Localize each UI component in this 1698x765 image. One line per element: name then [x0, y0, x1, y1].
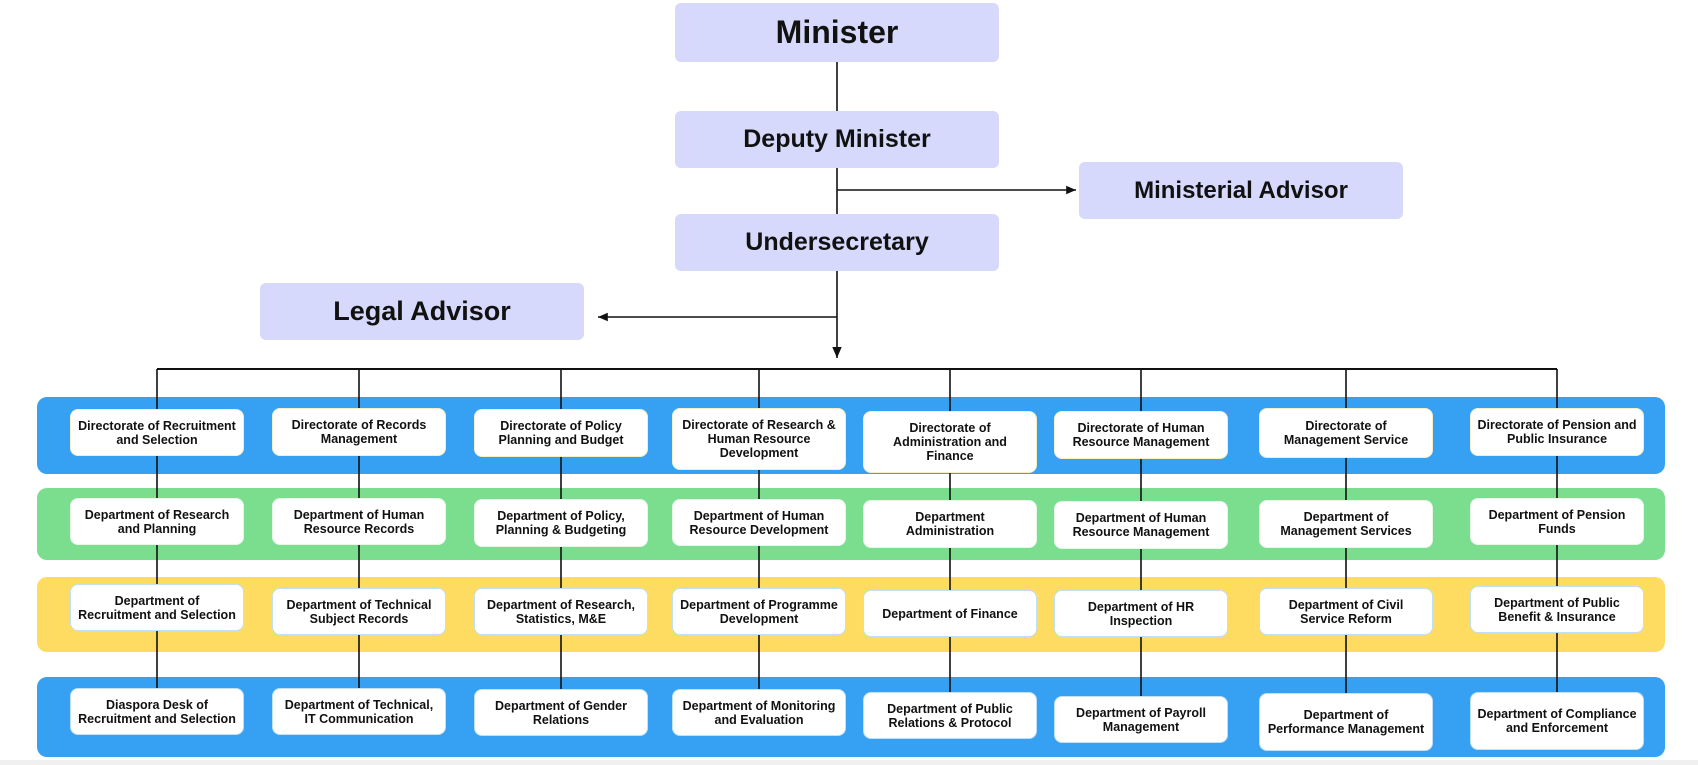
- department-box[interactable]: Department of Human Resource Records: [272, 498, 446, 545]
- department-box[interactable]: Department of Payroll Management: [1054, 696, 1228, 743]
- minister-box[interactable]: Minister: [675, 3, 999, 62]
- legal-advisor-box[interactable]: Legal Advisor: [260, 283, 584, 340]
- department-label: Department of Compliance and Enforcement: [1477, 707, 1637, 735]
- department-box[interactable]: Department of Human Resource Management: [1054, 501, 1228, 549]
- directorate-box[interactable]: Directorate of Management Service: [1259, 408, 1433, 458]
- department-label: Department Administration: [905, 510, 995, 538]
- department-label: Department of Public Benefit & Insurance: [1494, 595, 1620, 624]
- directorate-label: Directorate of Management Service: [1283, 419, 1409, 447]
- department-label: Department of HR Inspection: [1087, 599, 1195, 628]
- department-label: Department of Human Resource Management: [1072, 511, 1210, 539]
- directorate-label: Directorate of Human Resource Management: [1072, 421, 1210, 449]
- undersecretary-box[interactable]: Undersecretary: [675, 214, 999, 271]
- department-label: Department of Gender Relations: [495, 698, 627, 727]
- deputy-minister-box[interactable]: Deputy Minister: [675, 111, 999, 168]
- directorate-box[interactable]: Directorate of Recruitment and Selection: [70, 409, 244, 456]
- department-box[interactable]: Department of Human Resource Development: [672, 499, 846, 546]
- directorate-label: Directorate of Records Management: [291, 418, 427, 446]
- department-label: Department of Technical, IT Communicatio…: [284, 697, 434, 726]
- department-label: Department of Monitoring and Evaluation: [682, 698, 836, 727]
- bottom-strip: [0, 760, 1698, 765]
- directorate-box[interactable]: Directorate of Pension and Public Insura…: [1470, 408, 1644, 456]
- department-label: Department of Pension Funds: [1488, 507, 1626, 536]
- department-box[interactable]: Department of Management Services: [1259, 500, 1433, 548]
- department-label: Department of Policy, Planning & Budgeti…: [495, 509, 627, 537]
- department-box[interactable]: Department of Performance Management: [1259, 693, 1433, 751]
- department-box[interactable]: Diaspora Desk of Recruitment and Selecti…: [70, 688, 244, 735]
- department-box[interactable]: Department of Compliance and Enforcement: [1470, 692, 1644, 750]
- directorate-label: Directorate of Research & Human Resource…: [682, 418, 836, 460]
- directorate-label: Directorate of Policy Planning and Budge…: [498, 419, 624, 447]
- department-box[interactable]: Department of Public Benefit & Insurance: [1470, 586, 1644, 633]
- department-box[interactable]: Department of Recruitment and Selection: [70, 584, 244, 631]
- department-label: Department of Research, Statistics, M&E: [487, 597, 635, 626]
- department-box[interactable]: Department of Civil Service Reform: [1259, 588, 1433, 635]
- department-box[interactable]: Department Administration: [863, 500, 1037, 548]
- department-label: Department of Research and Planning: [84, 507, 230, 536]
- directorate-box[interactable]: Directorate of Policy Planning and Budge…: [474, 409, 648, 457]
- department-label: Department of Finance: [882, 606, 1018, 621]
- minister-label: Minister: [775, 14, 899, 50]
- ministerial-advisor-box[interactable]: Ministerial Advisor: [1079, 162, 1403, 219]
- department-box[interactable]: Department of Programme Development: [672, 588, 846, 635]
- department-label: Department of Recruitment and Selection: [78, 593, 236, 622]
- directorate-box[interactable]: Directorate of Records Management: [272, 408, 446, 456]
- department-box[interactable]: Department of Research, Statistics, M&E: [474, 588, 648, 635]
- ministerial-advisor-label: Ministerial Advisor: [1134, 176, 1348, 204]
- department-box[interactable]: Department of Monitoring and Evaluation: [672, 689, 846, 736]
- directorate-label: Directorate of Recruitment and Selection: [78, 418, 236, 447]
- department-box[interactable]: Department of Public Relations & Protoco…: [863, 692, 1037, 739]
- department-box[interactable]: Department of Policy, Planning & Budgeti…: [474, 499, 648, 547]
- directorate-box[interactable]: Directorate of Administration and Financ…: [863, 411, 1037, 473]
- legal-advisor-label: Legal Advisor: [333, 296, 511, 326]
- department-label: Department of Human Resource Records: [293, 507, 425, 536]
- department-label: Department of Human Resource Development: [689, 508, 829, 537]
- directorate-label: Directorate of Administration and Financ…: [893, 421, 1007, 463]
- undersecretary-label: Undersecretary: [745, 228, 929, 256]
- directorate-box[interactable]: Directorate of Human Resource Management: [1054, 411, 1228, 459]
- directorate-box[interactable]: Directorate of Research & Human Resource…: [672, 408, 846, 470]
- department-label: Department of Technical Subject Records: [286, 597, 432, 626]
- department-box[interactable]: Department of Technical, IT Communicatio…: [272, 688, 446, 735]
- directorate-label: Directorate of Pension and Public Insura…: [1477, 418, 1637, 446]
- department-box[interactable]: Department of HR Inspection: [1054, 590, 1228, 637]
- department-box[interactable]: Department of Pension Funds: [1470, 498, 1644, 545]
- department-label: Department of Programme Development: [680, 597, 838, 626]
- department-box[interactable]: Department of Gender Relations: [474, 689, 648, 736]
- deputy-minister-label: Deputy Minister: [743, 125, 931, 153]
- department-label: Department of Civil Service Reform: [1288, 597, 1404, 626]
- department-label: Diaspora Desk of Recruitment and Selecti…: [78, 697, 236, 726]
- department-label: Department of Performance Management: [1267, 708, 1425, 736]
- department-box[interactable]: Department of Finance: [863, 590, 1037, 637]
- department-label: Department of Public Relations & Protoco…: [887, 701, 1013, 730]
- department-box[interactable]: Department of Research and Planning: [70, 498, 244, 545]
- department-label: Department of Payroll Management: [1076, 705, 1206, 734]
- department-label: Department of Management Services: [1280, 510, 1412, 538]
- department-box[interactable]: Department of Technical Subject Records: [272, 588, 446, 635]
